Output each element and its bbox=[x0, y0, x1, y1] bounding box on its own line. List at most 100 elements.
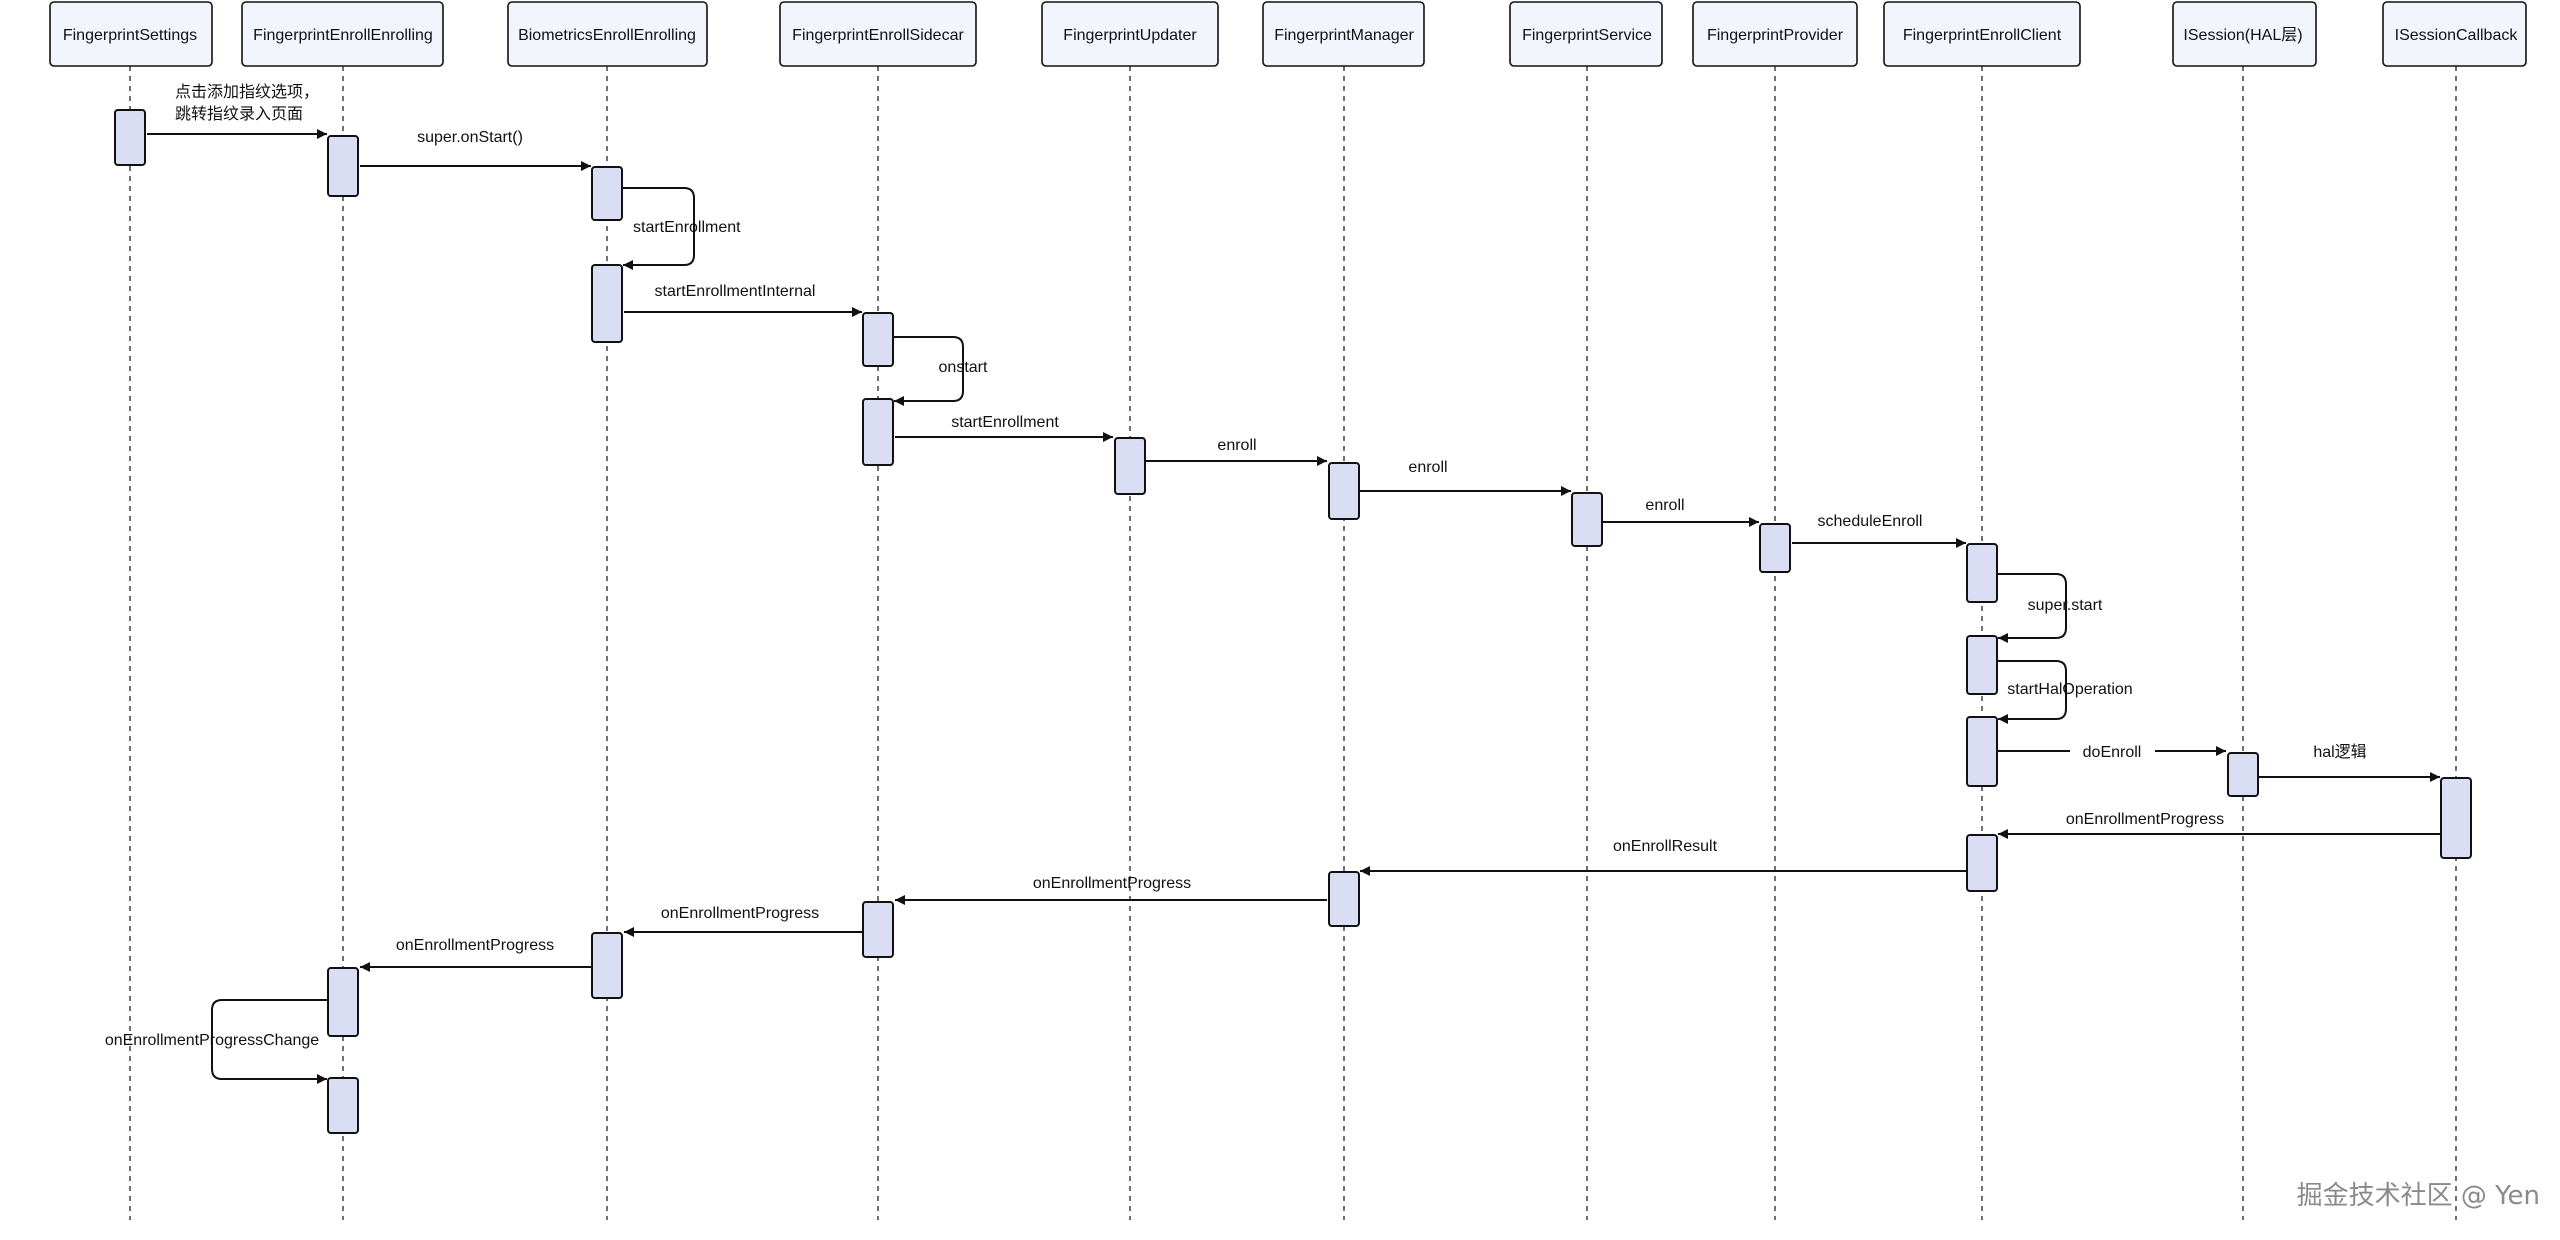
message-label: onstart bbox=[939, 359, 988, 376]
message-label: enroll bbox=[1408, 459, 1447, 476]
message-label: onEnrollmentProgressChange bbox=[105, 1032, 319, 1049]
activation-bar-provider bbox=[1759, 523, 1791, 573]
message-label: enroll bbox=[1217, 437, 1256, 454]
message-label: onEnrollmentProgress bbox=[661, 905, 819, 922]
message-label: onEnrollmentProgress bbox=[396, 937, 554, 954]
activation-bar-bio bbox=[591, 166, 623, 221]
message-label: startEnrollment bbox=[633, 219, 741, 236]
message-manager-to-sidecar: onEnrollmentProgress bbox=[895, 875, 1327, 905]
participant-box bbox=[1041, 1, 1219, 67]
message-label: 跳转指纹录入页面 bbox=[175, 105, 303, 123]
activation-bar-session bbox=[2227, 752, 2259, 797]
participant-session: ISession(HAL层) bbox=[2172, 1, 2317, 67]
message-bio-to-enrolling: onEnrollmentProgress bbox=[360, 937, 591, 972]
message-label: super.start bbox=[2028, 597, 2103, 614]
message-client-to-client: super.start bbox=[1998, 573, 2103, 643]
message-session-to-callback: hal逻辑 bbox=[2259, 743, 2440, 782]
activation-bars bbox=[114, 109, 2472, 1134]
participant-label: BiometricsEnrollEnrolling bbox=[518, 27, 696, 44]
activation-bar-enrolling bbox=[327, 135, 359, 197]
message-client-to-manager: onEnrollResult bbox=[1360, 838, 1966, 876]
participant-sidecar: FingerprintEnrollSidecar bbox=[779, 1, 977, 67]
activation-bar-sidecar bbox=[862, 312, 894, 367]
message-label: startEnrollment bbox=[951, 414, 1059, 431]
participant-label: ISession(HAL层) bbox=[2183, 27, 2302, 44]
participant-label: ISessionCallback bbox=[2395, 27, 2519, 44]
participant-client: FingerprintEnrollClient bbox=[1883, 1, 2081, 67]
participant-box bbox=[2172, 1, 2317, 67]
participant-callback: ISessionCallback bbox=[2382, 1, 2527, 67]
lifelines bbox=[129, 66, 2457, 1220]
message-label: onEnrollmentProgress bbox=[2066, 811, 2224, 828]
participant-headers: FingerprintSettings FingerprintEnrollEnro… bbox=[49, 1, 2527, 67]
message-manager-to-service: enroll bbox=[1360, 459, 1571, 496]
participant-manager: FingerprintManager bbox=[1262, 1, 1425, 67]
message-sidecar-to-bio: onEnrollmentProgress bbox=[624, 905, 862, 937]
participant-label: FingerprintUpdater bbox=[1063, 27, 1197, 44]
participant-label: FingerprintEnrollClient bbox=[1903, 27, 2062, 44]
participant-box bbox=[779, 1, 977, 67]
participant-service: FingerprintService bbox=[1509, 1, 1663, 67]
message-updater-to-manager: enroll bbox=[1146, 437, 1327, 466]
participant-label: FingerprintManager bbox=[1274, 27, 1414, 44]
self-call-arrow bbox=[1998, 660, 2067, 724]
message-settings-to-enrolling: 点击添加指纹选项， 跳转指纹录入页面 bbox=[147, 83, 327, 139]
participant-label: FingerprintEnrollEnrolling bbox=[253, 27, 433, 44]
message-client-to-session: doEnroll bbox=[1998, 744, 2226, 761]
activation-bar-client bbox=[1966, 543, 1998, 603]
activation-bar-manager bbox=[1328, 871, 1360, 927]
self-call-arrow bbox=[211, 999, 327, 1084]
participant-label: FingerprintProvider bbox=[1707, 27, 1844, 44]
message-enrolling-to-enrolling: onEnrollmentProgressChange bbox=[105, 999, 327, 1084]
message-callback-to-client: onEnrollmentProgress bbox=[1998, 811, 2440, 839]
participant-box bbox=[1262, 1, 1425, 67]
participant-label: FingerprintEnrollSidecar bbox=[792, 27, 964, 44]
participant-label: FingerprintSettings bbox=[63, 27, 197, 44]
participant-box bbox=[1883, 1, 2081, 67]
activation-bar-enrolling bbox=[327, 1077, 359, 1134]
participant-box bbox=[241, 1, 444, 67]
activation-bar-enrolling bbox=[327, 967, 359, 1037]
message-bio-to-sidecar: startEnrollmentInternal bbox=[624, 283, 862, 317]
participant-box bbox=[507, 1, 708, 67]
participant-settings: FingerprintSettings bbox=[49, 1, 213, 67]
activation-bar-updater bbox=[1114, 437, 1146, 495]
message-label: 点击添加指纹选项， bbox=[175, 83, 319, 101]
activation-bar-client bbox=[1966, 834, 1998, 892]
message-label: startEnrollmentInternal bbox=[655, 283, 816, 300]
message-label: doEnroll bbox=[2083, 744, 2142, 761]
participant-enrolling: FingerprintEnrollEnrolling bbox=[241, 1, 444, 67]
activation-bar-settings bbox=[114, 109, 146, 166]
message-label: hal逻辑 bbox=[2313, 743, 2366, 761]
message-provider-to-client: scheduleEnroll bbox=[1792, 513, 1966, 548]
message-label: onEnrollmentProgress bbox=[1033, 875, 1191, 892]
activation-bar-manager bbox=[1328, 462, 1360, 520]
participant-label: FingerprintService bbox=[1522, 27, 1652, 44]
message-client-to-client: startHalOperation bbox=[1998, 660, 2133, 724]
activation-bar-client bbox=[1966, 635, 1998, 695]
participant-bio: BiometricsEnrollEnrolling bbox=[507, 1, 708, 67]
message-label: enroll bbox=[1645, 497, 1684, 514]
self-call-arrow bbox=[894, 336, 964, 406]
message-sidecar-to-updater: startEnrollment bbox=[895, 414, 1113, 442]
participant-box bbox=[2382, 1, 2527, 67]
participant-box bbox=[1509, 1, 1663, 67]
self-call-arrow bbox=[1998, 573, 2067, 643]
watermark: 掘金技术社区 @ Yen bbox=[2296, 1181, 2540, 1211]
message-enrolling-to-bio: super.onStart() bbox=[360, 129, 591, 171]
activation-bar-sidecar bbox=[862, 901, 894, 958]
activation-bar-callback bbox=[2440, 777, 2472, 859]
message-label: scheduleEnroll bbox=[1818, 513, 1923, 530]
message-label: onEnrollResult bbox=[1613, 838, 1718, 855]
message-service-to-provider: enroll bbox=[1603, 497, 1759, 527]
activation-bar-sidecar bbox=[862, 398, 894, 466]
participant-box bbox=[1692, 1, 1858, 67]
message-sidecar-to-sidecar: onstart bbox=[894, 336, 988, 406]
participant-provider: FingerprintProvider bbox=[1692, 1, 1858, 67]
participant-updater: FingerprintUpdater bbox=[1041, 1, 1219, 67]
activation-bar-client bbox=[1966, 716, 1998, 787]
messages: 点击添加指纹选项， 跳转指纹录入页面 super.onStart() startEnr… bbox=[105, 83, 2440, 1084]
message-bio-to-bio: startEnrollment bbox=[623, 187, 741, 270]
message-label: startHalOperation bbox=[2007, 681, 2132, 698]
